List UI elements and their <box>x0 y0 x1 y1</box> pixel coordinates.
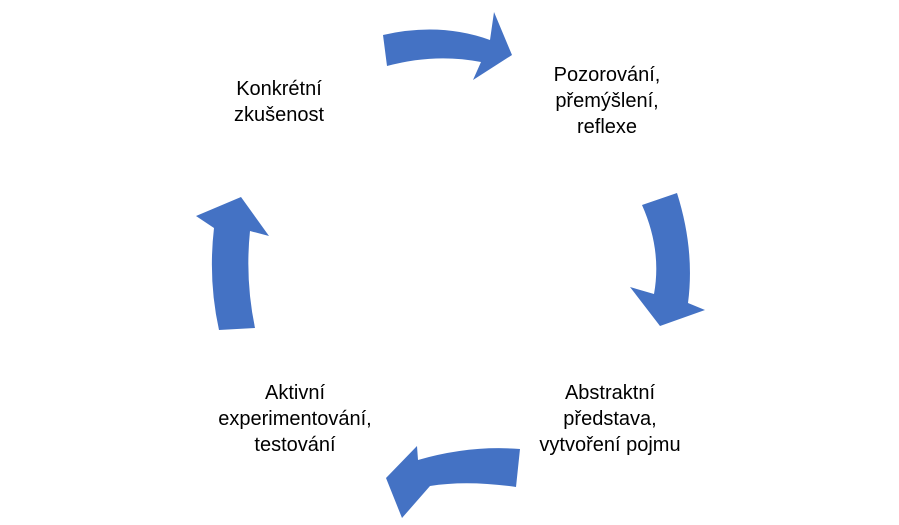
node-line: testování <box>254 434 336 456</box>
node-abstract-conceptualization: Abstraktní představa, vytvoření pojmu <box>510 380 710 458</box>
node-line: zkušenost <box>233 104 325 126</box>
arrow-experiment-to-concrete <box>196 197 269 330</box>
node-line: Konkrétní <box>236 78 322 100</box>
node-line: reflexe <box>576 116 638 138</box>
node-line: přemýšlení, <box>555 90 659 112</box>
node-line: Abstraktní <box>564 382 656 404</box>
node-active-experimentation: Aktivní experimentování, testování <box>190 380 400 458</box>
node-line: vytvoření pojmu <box>539 434 681 456</box>
node-line: Aktivní <box>264 382 326 404</box>
node-concrete-experience: Konkrétní zkušenost <box>214 76 344 128</box>
node-line: Pozorování, <box>553 64 661 86</box>
arrow-concrete-to-reflection <box>383 12 512 80</box>
node-line: představa, <box>563 408 657 430</box>
arrow-abstract-to-experiment <box>386 446 520 518</box>
node-reflective-observation: Pozorování, přemýšlení, reflexe <box>522 62 692 140</box>
node-line: experimentování, <box>218 408 372 430</box>
arrow-reflection-to-abstract <box>630 193 705 326</box>
